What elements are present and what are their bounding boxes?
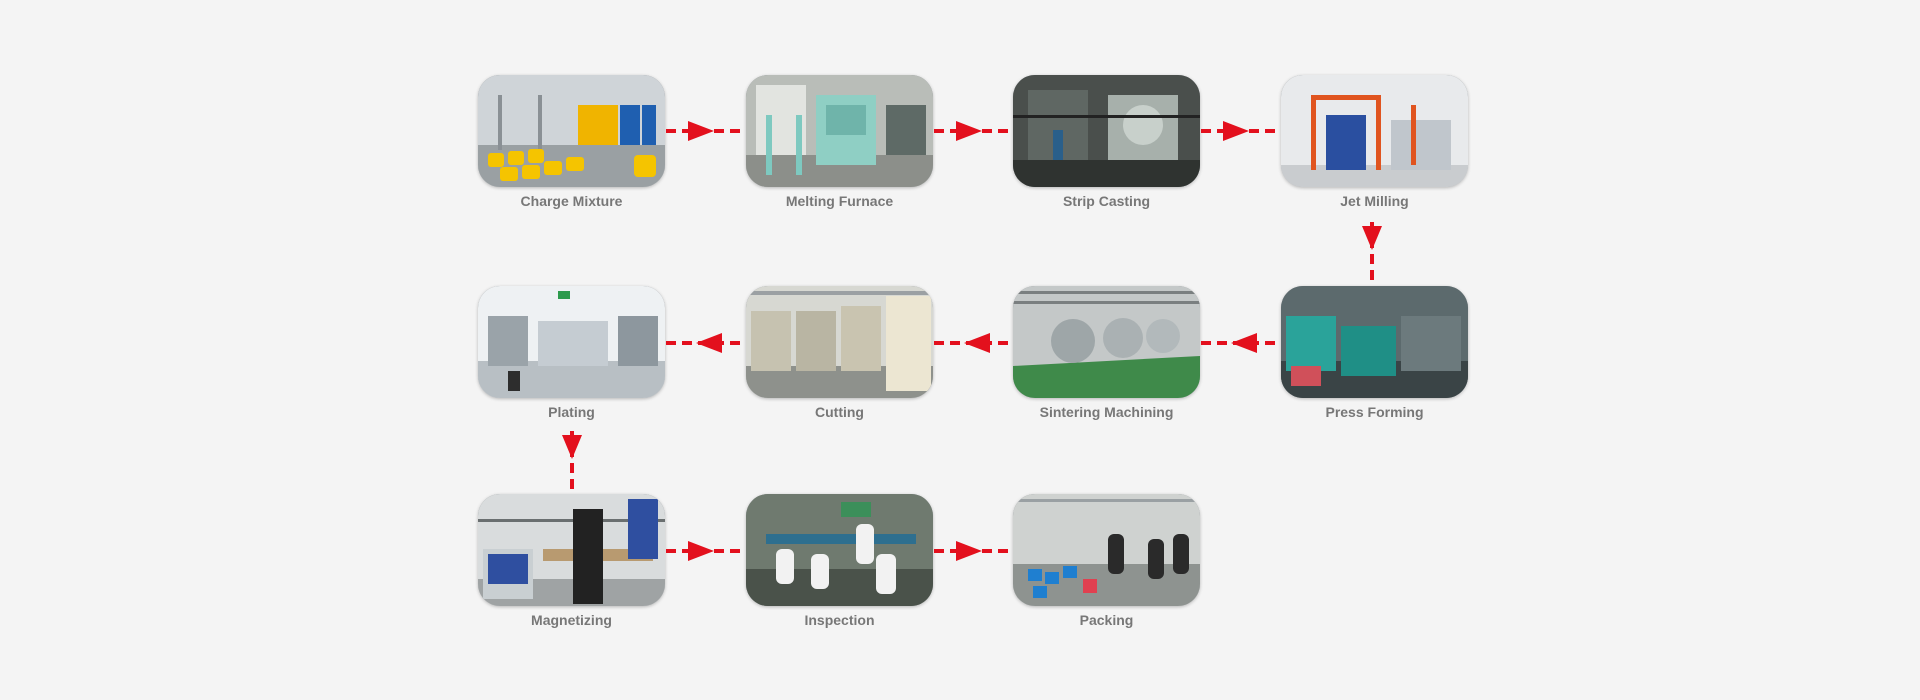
step-magnetizing: Magnetizing [478, 494, 665, 628]
step-label: Plating [548, 404, 595, 420]
step-label: Inspection [804, 612, 875, 628]
arrow-right [1201, 121, 1279, 141]
step-label: Charge Mixture [520, 193, 623, 209]
step-strip-casting: Strip Casting [1013, 75, 1200, 209]
press-forming-floor-photo [1281, 286, 1468, 398]
arrow-left [666, 333, 744, 353]
step-cutting: Cutting [746, 286, 933, 420]
arrow-right [934, 541, 1012, 561]
melting-furnace-photo [746, 75, 933, 187]
arrow-left [1201, 333, 1279, 353]
step-charge-mixture: Charge Mixture [478, 75, 665, 209]
step-label: Packing [1079, 612, 1134, 628]
warehouse-yellow-barrels-photo [478, 75, 665, 187]
arrow-right [666, 541, 744, 561]
arrow-left [934, 333, 1012, 353]
step-label: Melting Furnace [785, 193, 894, 209]
jet-mill-scaffold-photo [1281, 75, 1468, 187]
step-plating: Plating [478, 286, 665, 420]
step-label: Cutting [815, 404, 864, 420]
step-melting-furnace: Melting Furnace [746, 75, 933, 209]
step-jet-milling: Jet Milling [1281, 75, 1468, 209]
step-label: Jet Milling [1340, 193, 1409, 209]
step-inspection: Inspection [746, 494, 933, 628]
step-label: Sintering Machining [1039, 404, 1174, 420]
arrow-down [1362, 222, 1382, 284]
step-press-forming: Press Forming [1281, 286, 1468, 420]
inspection-workers-photo [746, 494, 933, 606]
cutting-machines-photo [746, 286, 933, 398]
strip-casting-machine-photo [1013, 75, 1200, 187]
arrow-right [934, 121, 1012, 141]
step-packing: Packing [1013, 494, 1200, 628]
magnetizing-station-photo [478, 494, 665, 606]
arrow-down [562, 431, 582, 493]
step-sintering-machining: Sintering Machining [1013, 286, 1200, 420]
sintering-furnaces-photo [1013, 286, 1200, 398]
step-label: Press Forming [1325, 404, 1424, 420]
step-label: Strip Casting [1062, 193, 1151, 209]
packing-workers-photo [1013, 494, 1200, 606]
arrow-right [666, 121, 744, 141]
plating-line-photo [478, 286, 665, 398]
step-label: Magnetizing [531, 612, 612, 628]
